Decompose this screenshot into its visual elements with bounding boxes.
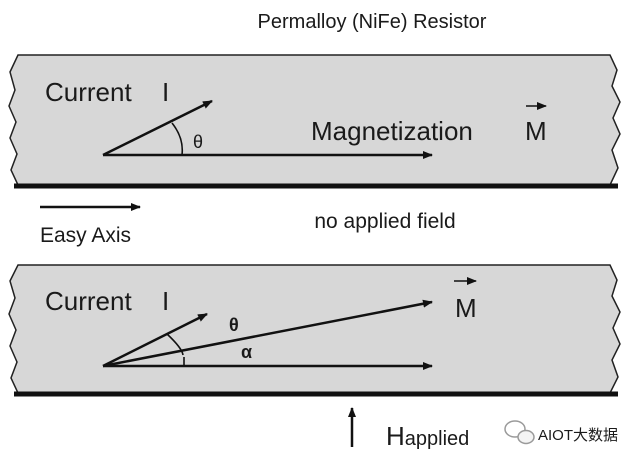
top-theta-arc: [171, 122, 184, 156]
easy-axis-label: Easy Axis: [40, 224, 131, 247]
top-current-label: Current: [45, 77, 132, 107]
bottom-magnetization-symbol: M: [455, 293, 477, 323]
bottom-alpha-label: α: [241, 342, 252, 362]
bottom-theta-arc: [166, 333, 184, 356]
top-resistor-strip: [8, 54, 621, 189]
top-theta-label: θ: [193, 132, 203, 152]
applied-field-small: applied: [405, 428, 470, 450]
diagram-title: Permalloy (NiFe) Resistor: [258, 11, 487, 33]
no-field-caption: no applied field: [314, 210, 455, 233]
watermark: AIOT大数据: [504, 420, 618, 445]
top-magnetization-symbol: M: [525, 116, 547, 146]
watermark-text: AIOT大数据: [538, 427, 618, 444]
top-magnetization-label: Magnetization: [311, 116, 473, 146]
top-current-arrow: [102, 99, 213, 157]
wechat-icon: [504, 420, 535, 445]
bottom-theta-label: θ: [229, 315, 239, 335]
top-current-symbol: I: [162, 77, 169, 107]
bottom-current-label: Current: [45, 286, 132, 316]
bottom-current-symbol: I: [162, 286, 169, 316]
bottom-current-arrow: [102, 312, 208, 368]
applied-field-label: Happlied: [386, 421, 469, 451]
bottom-magnetization-arrow: [102, 299, 433, 368]
applied-field-big: H: [386, 421, 405, 451]
bottom-resistor-strip: [8, 264, 621, 397]
